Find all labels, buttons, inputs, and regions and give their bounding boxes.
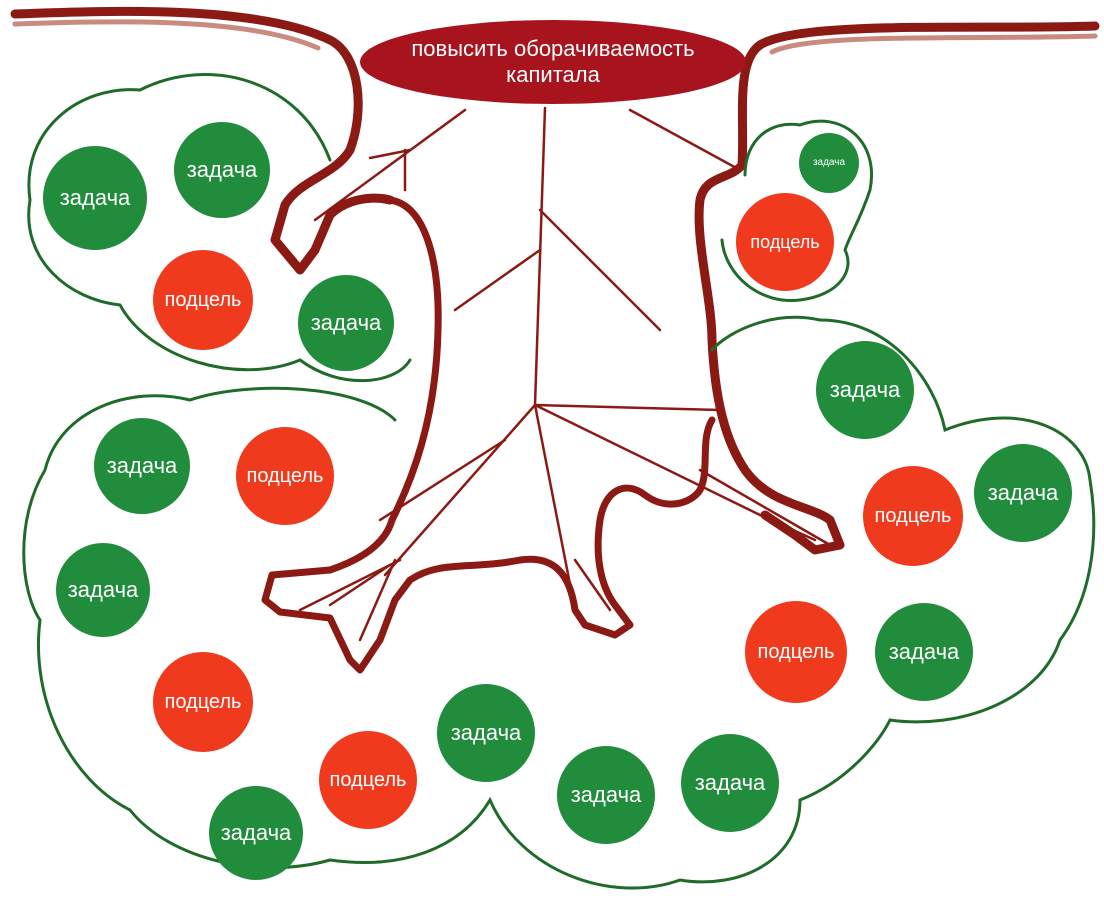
goal-ellipse: повысить оборачиваемость капитала bbox=[360, 20, 746, 104]
top-root-right-shade bbox=[769, 33, 1098, 55]
subgoal-node: подцель bbox=[153, 652, 253, 752]
cloud-upper-left bbox=[27, 73, 412, 383]
node-label: задача bbox=[310, 310, 382, 335]
task-node: задача bbox=[557, 746, 655, 844]
task-node: задача bbox=[298, 275, 394, 371]
branch-lines bbox=[298, 106, 832, 642]
task-node: задача bbox=[974, 444, 1072, 542]
trunk-outline bbox=[261, 196, 716, 674]
subgoal-node: подцель bbox=[153, 250, 253, 350]
cloud-outlines bbox=[22, 73, 1096, 890]
task-node: задача bbox=[94, 418, 190, 514]
node-label: задача bbox=[570, 782, 642, 807]
node-label: подцель bbox=[874, 505, 952, 527]
cloud-upper-right bbox=[720, 119, 873, 303]
node-label: подцель bbox=[246, 465, 324, 487]
top-root-right bbox=[694, 21, 1100, 555]
node-label: подцель bbox=[164, 691, 242, 713]
cloud-lower bbox=[22, 315, 1096, 890]
node-label: задача bbox=[694, 770, 766, 795]
task-node: задача bbox=[799, 133, 859, 193]
subgoal-node: подцель bbox=[319, 731, 417, 829]
top-root-left-shade bbox=[12, 19, 321, 51]
task-node: задача bbox=[43, 146, 147, 250]
node-label: задача bbox=[186, 157, 258, 182]
task-node: задача bbox=[875, 603, 973, 701]
task-node: задача bbox=[174, 122, 270, 218]
subgoal-node: подцель bbox=[736, 193, 834, 291]
subgoal-node: подцель bbox=[236, 427, 334, 525]
subgoal-node: подцель bbox=[745, 601, 847, 703]
node-label: подцель bbox=[750, 232, 820, 252]
node-label: задача bbox=[106, 453, 178, 478]
node-label: задача bbox=[450, 720, 522, 745]
task-node: задача bbox=[56, 543, 150, 637]
node-label: задача bbox=[987, 480, 1059, 505]
node-label: подцель bbox=[329, 769, 407, 791]
node-label: задача bbox=[59, 185, 131, 210]
goal-label: повысить оборачиваемость капитала bbox=[411, 35, 695, 87]
node-label: подцель bbox=[164, 289, 242, 311]
node-label: задача bbox=[888, 639, 960, 664]
subgoal-node: подцель bbox=[863, 466, 963, 566]
task-node: задача bbox=[816, 341, 914, 439]
task-node: задача bbox=[209, 786, 303, 880]
task-node: задача bbox=[437, 684, 535, 782]
task-node: задача bbox=[681, 734, 779, 832]
node-label: задача bbox=[829, 377, 901, 402]
node-label: задача bbox=[220, 820, 292, 845]
node-label: подцель bbox=[757, 641, 835, 663]
node-label: задача bbox=[812, 157, 846, 168]
node-label: задача bbox=[67, 577, 139, 602]
top-root-left bbox=[10, 6, 395, 275]
